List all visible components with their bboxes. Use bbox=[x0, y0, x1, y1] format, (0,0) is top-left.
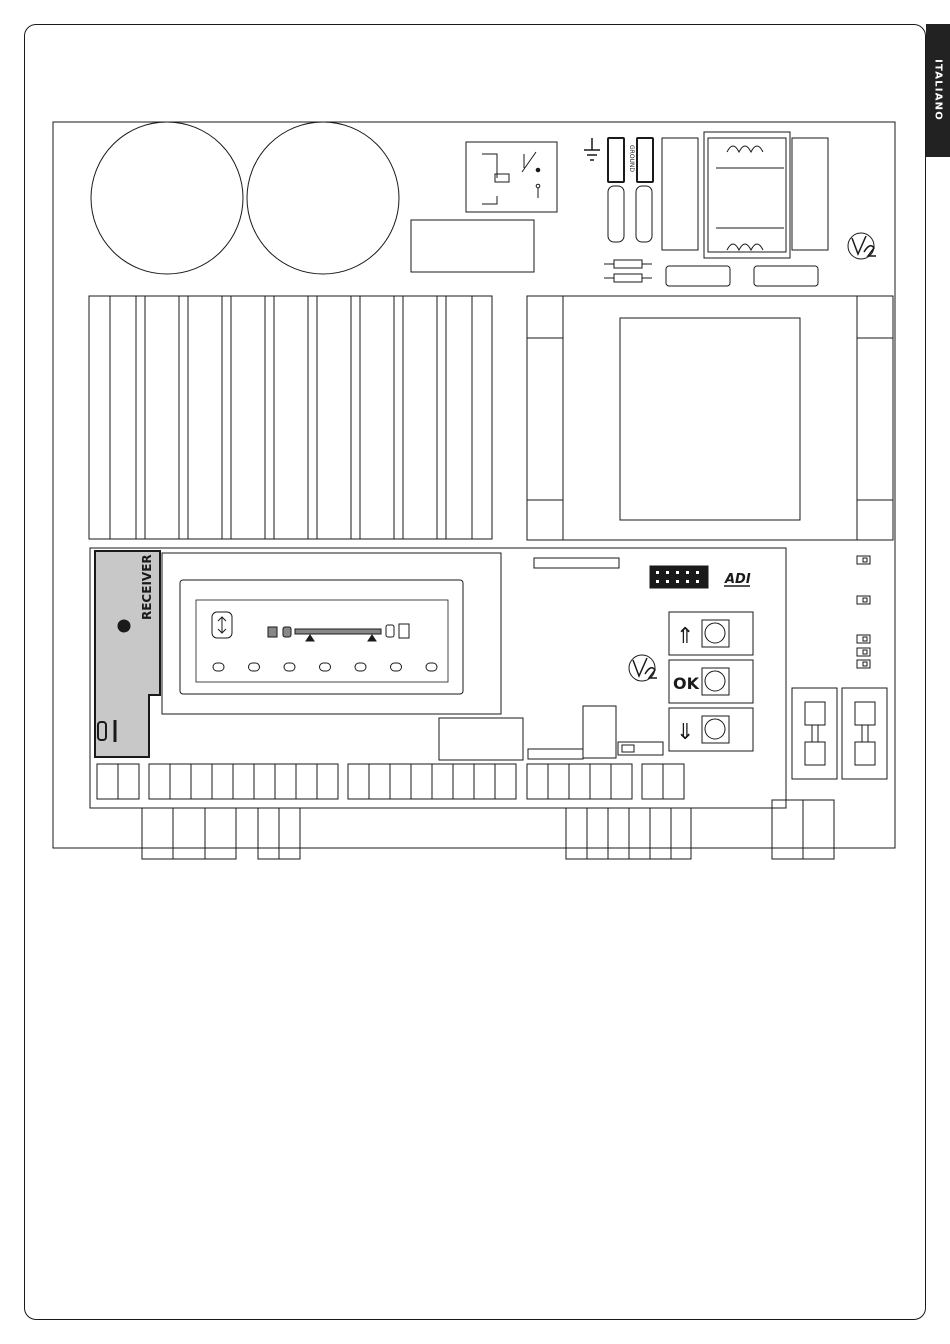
flat-connector bbox=[534, 558, 619, 568]
terminal bbox=[590, 764, 611, 799]
button-ok[interactable]: OK bbox=[669, 660, 753, 703]
fuse-right-1[interactable] bbox=[792, 688, 837, 779]
terminal bbox=[170, 764, 191, 799]
fuse-holder-1 bbox=[608, 186, 624, 242]
resistors bbox=[604, 260, 652, 282]
terminal bbox=[97, 764, 118, 799]
terminal bbox=[369, 764, 390, 799]
button-up[interactable]: ⇑ bbox=[669, 612, 753, 655]
programming-header bbox=[650, 566, 708, 588]
terminal bbox=[432, 764, 453, 799]
down-arrow-icon: ⇓ bbox=[676, 720, 694, 745]
receiver-label: RECEIVER bbox=[140, 554, 154, 620]
display-led bbox=[320, 663, 331, 671]
terminal bbox=[233, 764, 254, 799]
terminal bbox=[569, 764, 590, 799]
terminal bbox=[191, 764, 212, 799]
display-led bbox=[213, 663, 224, 671]
terminal bbox=[642, 764, 663, 799]
button-down[interactable]: ⇓ bbox=[669, 708, 753, 751]
component-oval-2 bbox=[754, 266, 818, 286]
display-led bbox=[249, 663, 260, 671]
jumper-board bbox=[618, 742, 663, 755]
fuse-holder-2 bbox=[636, 186, 652, 242]
terminal bbox=[495, 764, 516, 799]
terminal bbox=[474, 764, 495, 799]
heat-sink bbox=[89, 296, 492, 539]
component-oval-1 bbox=[666, 266, 730, 286]
flat-connector-lower bbox=[528, 749, 583, 759]
display-led bbox=[426, 663, 437, 671]
terminal bbox=[296, 764, 317, 799]
terminal bbox=[317, 764, 338, 799]
ok-label: OK bbox=[673, 674, 700, 693]
terminal bbox=[611, 764, 632, 799]
jumpers-right[interactable] bbox=[857, 556, 870, 668]
terminal bbox=[548, 764, 569, 799]
fuse-1[interactable] bbox=[608, 138, 624, 182]
terminal-blocks-lower bbox=[142, 800, 834, 859]
brand-mark-top-icon bbox=[848, 233, 876, 259]
terminal bbox=[348, 764, 369, 799]
jumper-icon bbox=[622, 745, 634, 752]
capacitor-left bbox=[91, 122, 243, 274]
ground-label: GROUND bbox=[628, 145, 635, 172]
brand-mark-board-icon bbox=[629, 655, 657, 681]
adi-logo: ADI bbox=[724, 572, 751, 587]
main-transformer bbox=[527, 296, 893, 540]
terminal bbox=[411, 764, 432, 799]
terminal bbox=[527, 764, 548, 799]
fuse-2[interactable] bbox=[637, 138, 653, 182]
display-leds bbox=[213, 663, 437, 671]
up-arrow-icon: ⇑ bbox=[676, 624, 694, 649]
display-led bbox=[355, 663, 366, 671]
component-relay-small bbox=[583, 706, 616, 758]
capacitor-right bbox=[247, 122, 399, 274]
terminal bbox=[254, 764, 275, 799]
component-block bbox=[411, 220, 534, 272]
component-block-lower bbox=[439, 718, 523, 760]
terminal bbox=[663, 764, 684, 799]
fuse-right-2[interactable] bbox=[842, 688, 887, 779]
terminal-blocks bbox=[97, 764, 684, 799]
relay bbox=[466, 142, 557, 212]
terminal bbox=[390, 764, 411, 799]
terminal bbox=[275, 764, 296, 799]
display-led bbox=[391, 663, 402, 671]
display-led bbox=[284, 663, 295, 671]
transformer-small bbox=[662, 132, 828, 258]
terminal bbox=[453, 764, 474, 799]
display-module bbox=[162, 553, 501, 714]
ground-icon bbox=[584, 138, 600, 160]
terminal bbox=[118, 764, 139, 799]
terminal bbox=[149, 764, 170, 799]
terminal bbox=[212, 764, 233, 799]
